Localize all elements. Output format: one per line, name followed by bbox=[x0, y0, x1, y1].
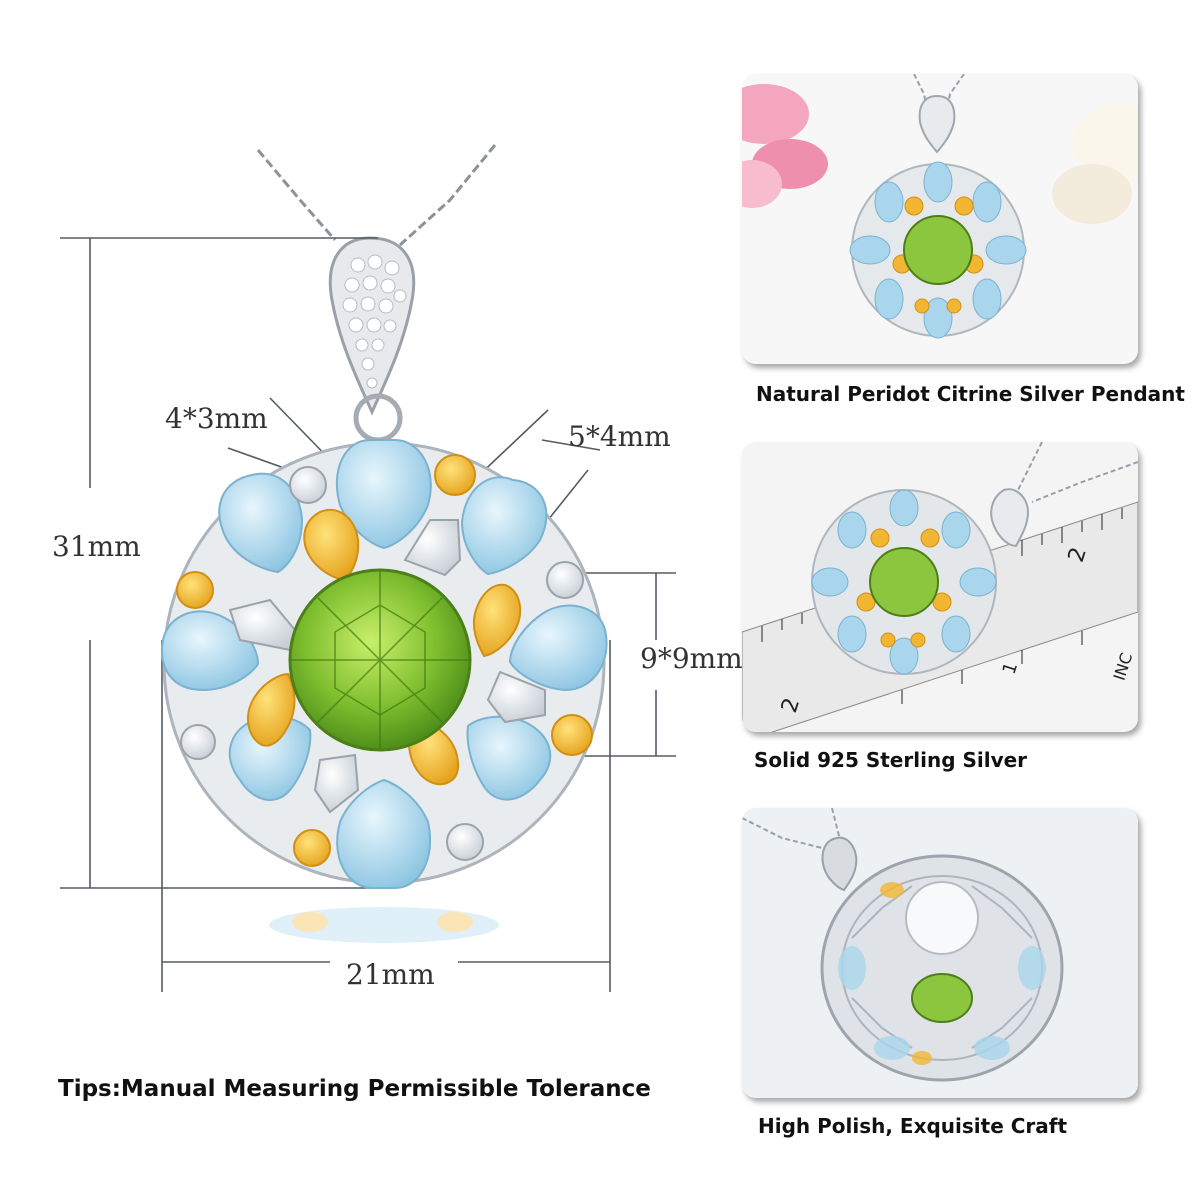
citrine-stones bbox=[176, 454, 593, 867]
pendant-body bbox=[161, 439, 608, 889]
pear-stone-label: 5*4mm bbox=[568, 420, 671, 453]
thumbnail-ruler-view: 2 1 2 INC bbox=[742, 442, 1138, 732]
white-topaz-stones bbox=[180, 466, 584, 861]
small-stone-label: 4*3mm bbox=[165, 402, 268, 435]
outer-blue-pears bbox=[161, 439, 608, 889]
main-pendant-illustration bbox=[60, 144, 676, 992]
thumbnail-front-view bbox=[742, 74, 1138, 364]
thumbnail-caption-3: High Polish, Exquisite Craft bbox=[758, 1114, 1068, 1138]
tolerance-tip: Tips:Manual Measuring Permissible Tolera… bbox=[58, 1076, 651, 1102]
thumbnail-caption-1: Natural Peridot Citrine Silver Pendant bbox=[756, 382, 1185, 406]
pink-flower bbox=[742, 84, 828, 208]
white-flower bbox=[1052, 104, 1138, 224]
height-label: 31mm bbox=[52, 530, 141, 563]
width-label: 21mm bbox=[346, 958, 435, 991]
thumbnail-back-view bbox=[742, 808, 1138, 1098]
chain bbox=[256, 144, 497, 247]
pendant-reflection bbox=[269, 907, 499, 943]
thumbnail-caption-2: Solid 925 Sterling Silver bbox=[754, 748, 1028, 772]
bail bbox=[328, 236, 416, 443]
center-stone-label: 9*9mm bbox=[640, 642, 743, 675]
